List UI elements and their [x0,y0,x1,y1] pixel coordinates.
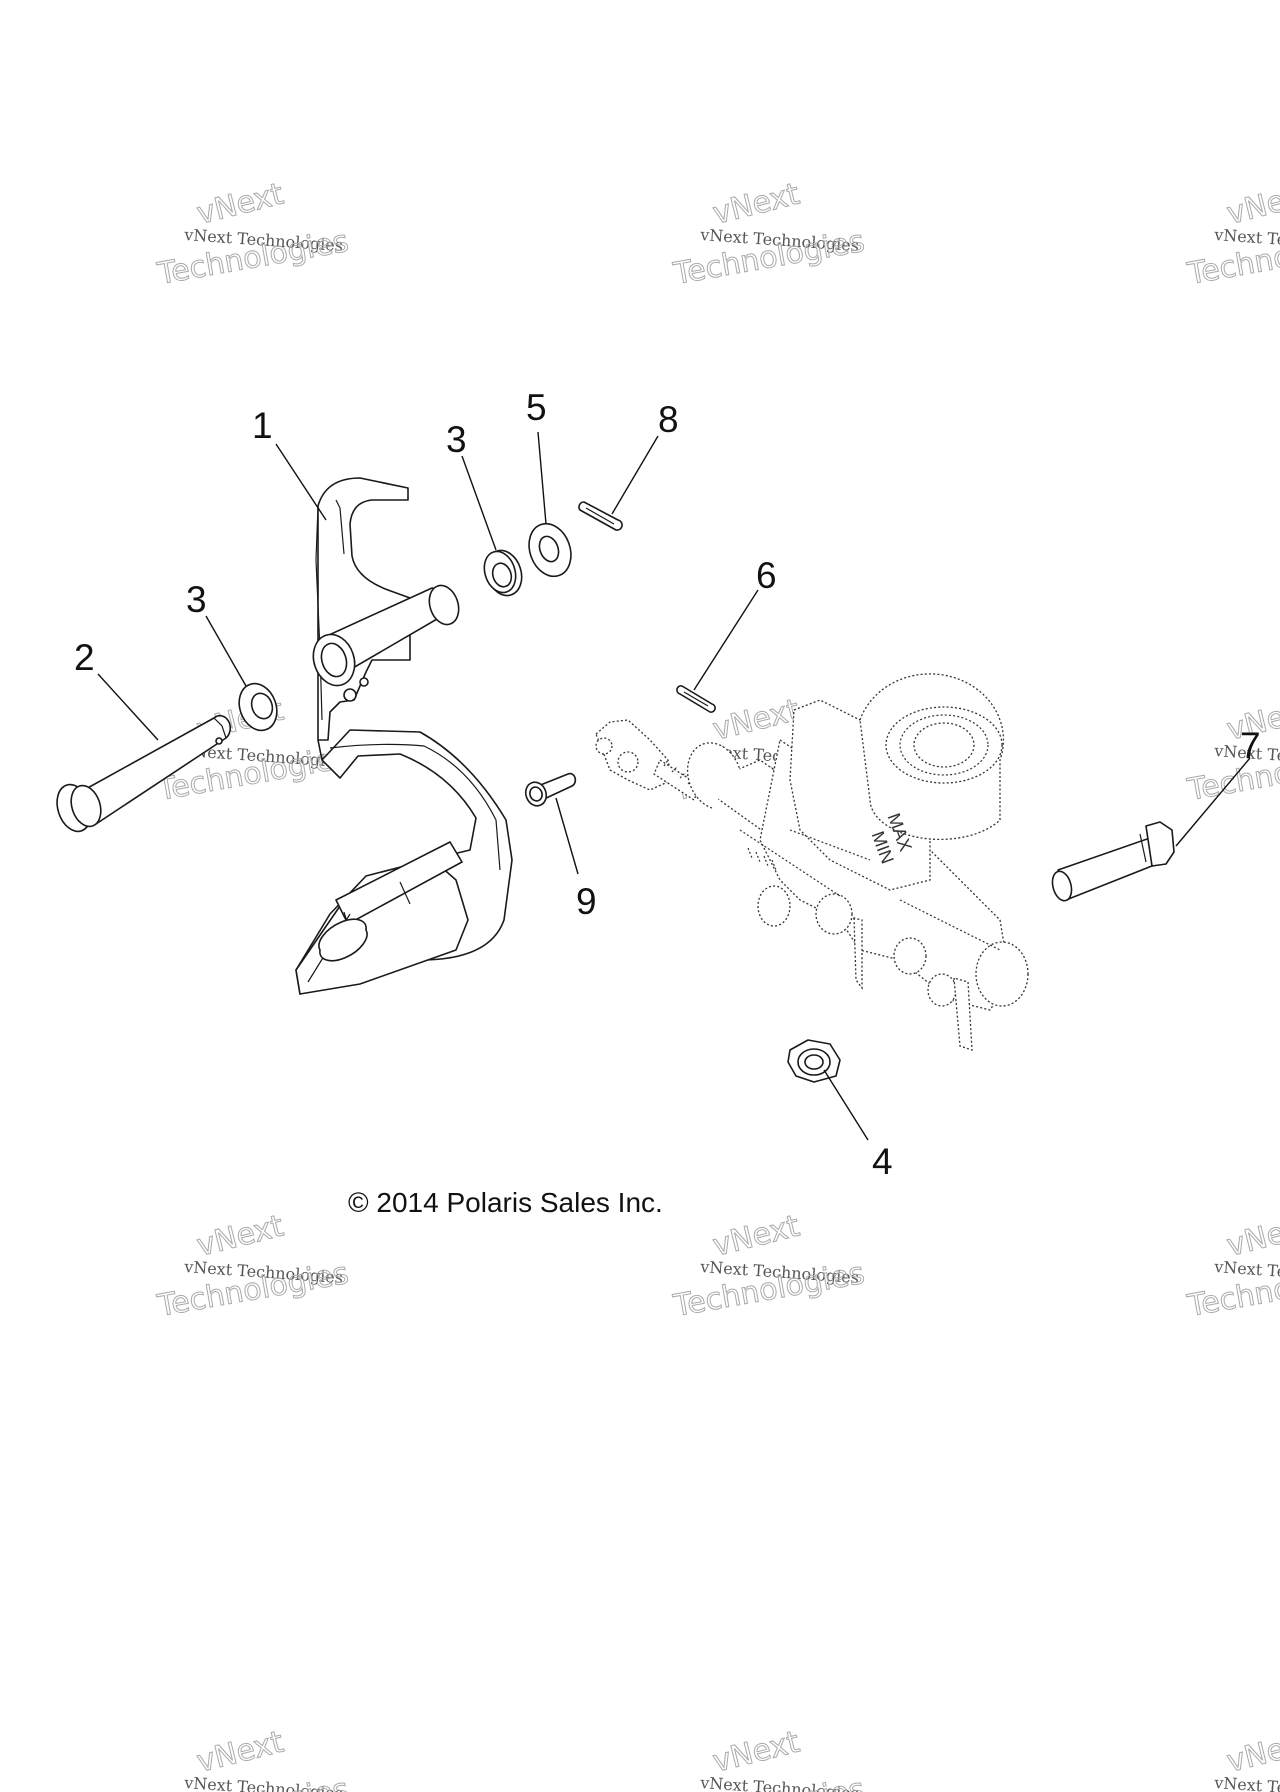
clevis-pin-part [524,772,577,807]
cotter-pin-middle-part [676,685,716,713]
washer-part [528,522,572,578]
pivot-bolt-part [56,714,232,833]
watermark-brand-text: vNext [193,1209,287,1264]
callout-4-label: 4 [872,1141,893,1182]
bushing-right-part [483,549,523,597]
callout-5-label: 5 [526,387,547,428]
cotter-pin-upper-part [578,501,623,531]
callout-6-label: 6 [756,555,777,596]
watermark-brand-text: vNext [709,1725,803,1780]
callout-9-label: 9 [576,881,597,922]
watermark-brand-text: vNext [193,1725,287,1780]
callout-labels: 1 2 3 3 4 5 6 7 8 9 [74,387,1261,1182]
mounting-bolt-part [1051,821,1175,902]
watermark-brand-text: vNext [1223,177,1280,232]
copyright-text: © 2014 Polaris Sales Inc. [348,1187,663,1218]
callout-1-label: 1 [252,405,273,446]
watermark-brand-text: vNext [709,177,803,232]
watermark-brand-text: vNext [709,1209,803,1264]
callout-3-right-label: 3 [446,419,467,460]
callout-8-label: 8 [658,399,679,440]
flange-nut-part [787,1039,841,1083]
watermark-brand-text: vNext [1223,1209,1280,1264]
callout-7-label: 7 [1240,725,1261,766]
brake-pedal-part [295,477,513,995]
watermark-brand-text: vNext [193,177,287,232]
master-cylinder-assembly: MAX MIN [595,673,1029,1051]
watermark-company-text: vNext Technologies [1213,1773,1280,1792]
watermark-brand-text: vNext [1223,1725,1280,1780]
watermark-brand-text: vNext [709,693,803,748]
callout-2-label: 2 [74,637,95,678]
bushing-left-part [238,682,278,732]
leader-lines [97,431,1251,1141]
callout-3-left-label: 3 [186,579,207,620]
